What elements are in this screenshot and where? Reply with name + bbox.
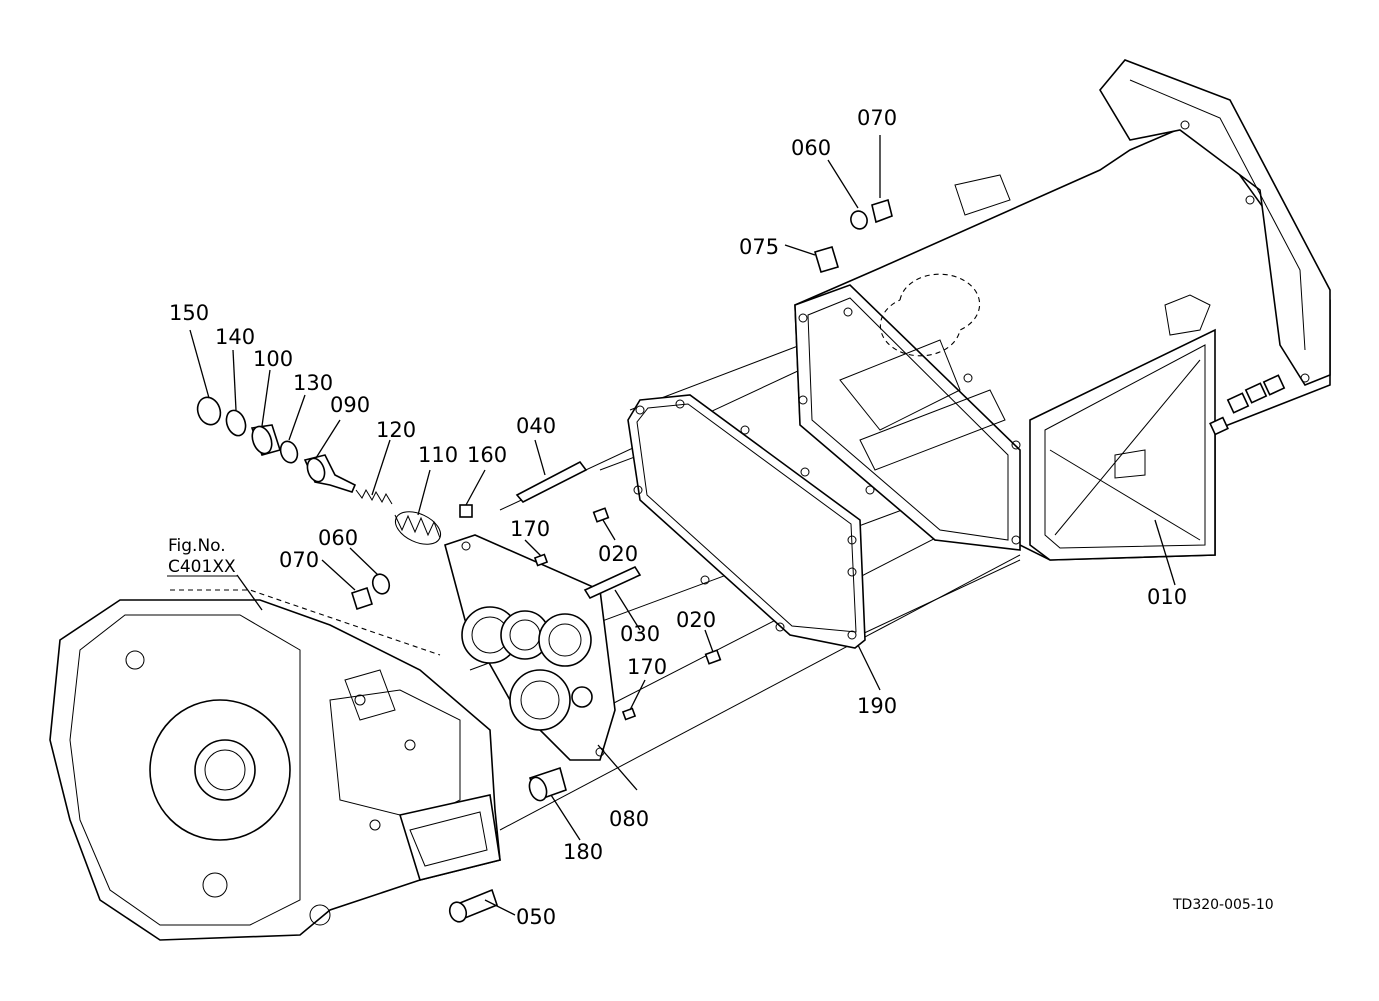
part-label-070-left: 070 — [279, 548, 319, 572]
part-label-100: 100 — [253, 347, 293, 371]
gasket-190 — [627, 394, 866, 649]
part-label-170-lower: 170 — [627, 655, 667, 679]
part-label-150: 150 — [169, 301, 209, 325]
part-label-110: 110 — [418, 443, 458, 467]
part-label-170-upper: 170 — [510, 517, 550, 541]
fig-no-label: Fig.No. — [168, 536, 226, 556]
part-label-080: 080 — [609, 807, 649, 831]
part-labels: 010 020 020 030 040 050 060 060 070 070 … — [169, 106, 1187, 929]
part-label-060-right: 060 — [791, 136, 831, 160]
part-label-030: 030 — [620, 622, 660, 646]
part-label-180: 180 — [563, 840, 603, 864]
part-label-120: 120 — [376, 418, 416, 442]
clutch-housing — [49, 589, 501, 941]
part-label-050: 050 — [516, 905, 556, 929]
part-label-075: 075 — [739, 235, 779, 259]
small-parts — [196, 198, 893, 923]
part-label-090: 090 — [330, 393, 370, 417]
leader-lines — [189, 135, 1176, 916]
transmission-case-010 — [794, 59, 1331, 561]
cover-plate-080 — [444, 534, 616, 761]
part-label-020-lower: 020 — [676, 608, 716, 632]
drawing-code: TD320-005-10 — [1172, 897, 1274, 913]
part-label-130: 130 — [293, 371, 333, 395]
part-label-190: 190 — [857, 694, 897, 718]
part-label-160: 160 — [467, 443, 507, 467]
part-label-020-upper: 020 — [598, 542, 638, 566]
part-label-060-left: 060 — [318, 526, 358, 550]
fig-no-value: C401XX — [168, 557, 236, 577]
part-label-140: 140 — [215, 325, 255, 349]
part-label-040: 040 — [516, 414, 556, 438]
part-label-010: 010 — [1147, 585, 1187, 609]
figure-reference: Fig.No. C401XX — [167, 536, 237, 577]
part-label-070-right: 070 — [857, 106, 897, 130]
